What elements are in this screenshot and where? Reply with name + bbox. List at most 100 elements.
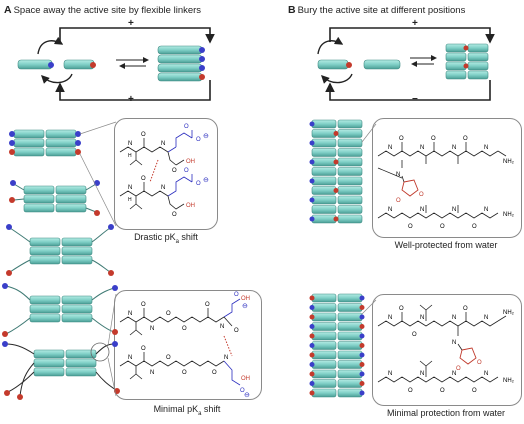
- fiber-brick: [311, 186, 337, 195]
- fiber-brick: [337, 360, 363, 369]
- svg-text:O: O: [141, 302, 146, 308]
- fiber-brick: [311, 205, 337, 214]
- svg-text:N: N: [484, 145, 488, 151]
- svg-text:N: N: [420, 207, 424, 213]
- fiber-brick: [311, 138, 337, 148]
- svg-text:N: N: [452, 340, 456, 346]
- fiber-brick: [311, 129, 337, 138]
- panel-b-structure-box-top: [372, 118, 522, 238]
- panel-a-monomer-1: [17, 59, 54, 70]
- svg-text:O: O: [412, 332, 417, 338]
- fiber-end: [359, 314, 365, 320]
- fiber-brick: [337, 303, 363, 312]
- svg-text:O: O: [182, 326, 187, 332]
- fiber-end-blue: [309, 197, 315, 203]
- fiber-end-blue: [309, 121, 315, 127]
- fiber-end-blue: [309, 216, 315, 222]
- svg-text:O: O: [166, 355, 171, 361]
- svg-text:O: O: [172, 168, 177, 174]
- svg-text:O: O: [440, 388, 445, 394]
- fiber-brick: [311, 148, 337, 157]
- svg-text:NH₂: NH₂: [503, 310, 515, 316]
- panel-a-title-text: Space away the active site by flexible l…: [13, 5, 202, 16]
- fiber-end: [359, 352, 365, 358]
- svg-text:O: O: [196, 137, 201, 143]
- fiber-end: [309, 381, 315, 386]
- svg-text:O: O: [212, 370, 217, 376]
- panel-b-fiber-buried: [309, 119, 363, 224]
- svg-text:N: N: [420, 145, 424, 151]
- panel-a-caption-top: Drastic pKa shift: [134, 232, 198, 245]
- panel-b-fiber-exposed: [309, 293, 365, 398]
- svg-text:OH: OH: [241, 296, 250, 302]
- svg-text:O: O: [182, 370, 187, 376]
- fiber-brick: [337, 322, 363, 331]
- fiber-brick: [337, 341, 363, 350]
- fiber-end-blue: [309, 178, 315, 184]
- fiber-brick: [311, 322, 337, 331]
- panel-a-fiber-3: [6, 224, 114, 276]
- svg-text:O: O: [172, 212, 177, 218]
- fiber-brick: [337, 129, 363, 138]
- fiber-end: [309, 305, 315, 310]
- fiber-brick: [311, 119, 337, 129]
- fiber-brick: [311, 350, 337, 360]
- svg-text:OH: OH: [186, 159, 195, 165]
- panel-a-structure-drastic: O N H N O O ⊖ OH O O N H N O O ⊖ OH O: [119, 124, 209, 218]
- fiber-end: [309, 371, 315, 377]
- fiber-brick: [311, 379, 337, 388]
- fiber-end: [359, 343, 365, 348]
- svg-text:O: O: [431, 136, 436, 142]
- fiber-brick: [311, 331, 337, 341]
- panel-b-structure-exposed: N N N N O O NH₂ N O O O N N N N O O O NH…: [377, 304, 515, 394]
- svg-text:O: O: [141, 346, 146, 352]
- fiber-brick: [311, 176, 337, 186]
- svg-text:O: O: [399, 136, 404, 142]
- fiber-brick: [337, 214, 363, 224]
- svg-text:O: O: [408, 388, 413, 394]
- panel-b-title-text: Bury the active site at different positi…: [297, 5, 466, 16]
- svg-text:O: O: [477, 360, 482, 366]
- fiber-brick: [337, 138, 363, 148]
- svg-text:O: O: [456, 366, 461, 372]
- fiber-brick: [337, 379, 363, 388]
- panel-a-monomer-2: [63, 59, 96, 70]
- svg-text:O: O: [419, 192, 424, 198]
- fiber-brick: [337, 369, 363, 379]
- panel-b-caption-bottom: Minimal protection from water: [386, 408, 506, 418]
- panel-b-structure-box-bottom: [372, 294, 522, 406]
- panel-b-letter: B: [288, 4, 296, 16]
- fiber-brick: [311, 195, 337, 205]
- callout-line-b-bottom: [361, 299, 377, 315]
- svg-text:N: N: [161, 141, 165, 147]
- fiber-end: [359, 333, 365, 339]
- svg-text:N: N: [452, 207, 456, 213]
- svg-text:N: N: [150, 370, 154, 376]
- panel-b-caption-top: Well-protected from water: [394, 240, 498, 250]
- panel-b-structure-protected: N N N N O O O NH₂ N O O N N N N O O O NH…: [377, 136, 515, 230]
- panel-a-caption-bottom: Minimal pKa shift: [153, 404, 221, 417]
- panel-b-monomer-2: [363, 59, 401, 70]
- svg-text:⊖: ⊖: [203, 133, 209, 140]
- callout-line-a-bottom-2: [107, 357, 117, 397]
- callout-line-a-top-1: [79, 121, 117, 135]
- svg-text:N: N: [128, 311, 132, 317]
- fiber-end: [309, 324, 315, 329]
- fiber-end: [309, 343, 315, 348]
- panel-a-fiber-5: [2, 341, 120, 400]
- fiber-brick: [337, 205, 363, 214]
- svg-text:N: N: [452, 145, 456, 151]
- fiber-end-red: [333, 131, 339, 136]
- fiber-end-red: [333, 159, 339, 165]
- fiber-end-blue: [309, 159, 315, 165]
- fiber-end-red: [333, 188, 339, 193]
- svg-text:N: N: [484, 371, 488, 377]
- svg-text:N: N: [150, 326, 154, 332]
- svg-text:NH₂: NH₂: [503, 378, 515, 384]
- svg-text:H: H: [128, 197, 132, 203]
- fiber-end: [359, 362, 365, 367]
- fiber-brick: [337, 157, 363, 167]
- svg-text:N: N: [388, 315, 392, 321]
- svg-text:N: N: [388, 371, 392, 377]
